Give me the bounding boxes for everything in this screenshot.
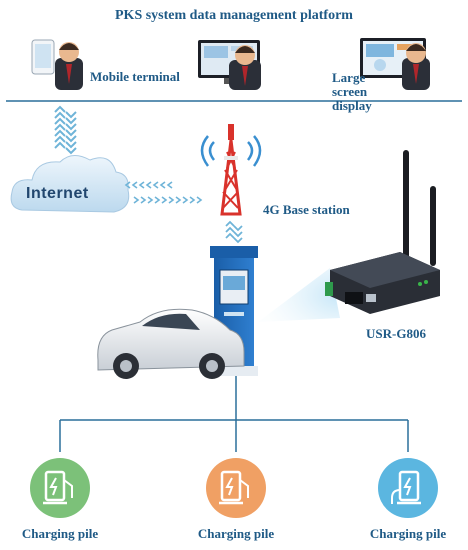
charging-pile-label-2: Charging pile	[197, 526, 275, 541]
charging-pile-label-1: Charging pile	[21, 526, 99, 541]
router-model-label: USR-G806	[366, 326, 426, 341]
uplink-arrows	[54, 105, 77, 155]
internet-cloud-icon	[10, 155, 130, 213]
charging-pile-icon-2	[206, 458, 266, 518]
monitor-user-icon	[198, 40, 261, 90]
mobile-terminal-label: Mobile terminal	[90, 69, 180, 84]
internet-label: Internet	[26, 185, 89, 202]
charging-pile-icon-3	[378, 458, 438, 518]
base-station-tower-icon	[200, 124, 262, 216]
base-station-label: 4G Base station	[263, 202, 350, 217]
large-screen-display-label: Large screen display	[332, 70, 372, 113]
charging-pile-icon-1	[30, 458, 90, 518]
large-screen-user-icon	[360, 38, 430, 90]
router-device-icon	[325, 150, 440, 314]
diagram-title: PKS system data management platform	[115, 8, 353, 23]
router-signal-beam	[258, 268, 340, 322]
internet-link-arrows	[124, 181, 203, 204]
tower-link-arrows	[225, 220, 243, 244]
distribution-lines	[59, 376, 409, 452]
charging-pile-label-3: Charging pile	[369, 526, 447, 541]
electric-car-icon	[97, 308, 245, 379]
mobile-terminal-user-icon	[31, 39, 83, 90]
